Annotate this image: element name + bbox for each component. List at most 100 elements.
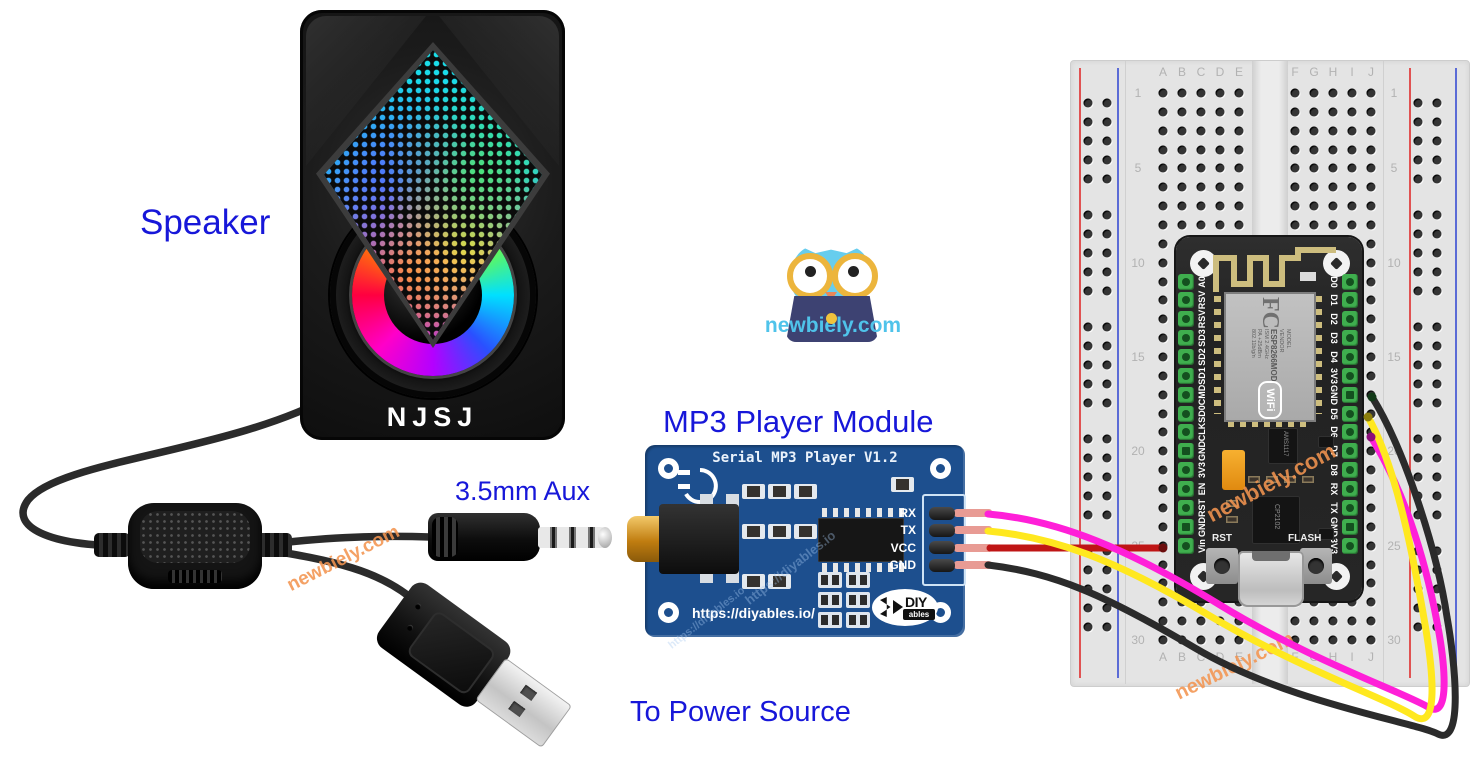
breadboard-hole <box>1366 597 1376 607</box>
flash-button-cap <box>1308 558 1324 574</box>
breadboard-hole <box>1432 622 1442 632</box>
breadboard-hole <box>1432 174 1442 184</box>
breadboard-hole <box>1290 616 1300 626</box>
column-label: E <box>1234 65 1244 79</box>
breadboard-hole <box>1413 267 1423 277</box>
pin-label-right: D3 <box>1329 332 1339 344</box>
smd-resistor <box>891 477 914 492</box>
rail-blue-line <box>1455 68 1457 678</box>
breadboard-hole <box>1158 201 1168 211</box>
reset-button <box>1206 548 1238 584</box>
nodemcu-pin <box>1178 349 1194 366</box>
breadboard-hole <box>1083 491 1093 501</box>
breadboard-hole <box>1177 126 1187 136</box>
connector-stub <box>954 543 992 552</box>
shield-pins <box>1214 296 1221 414</box>
breadboard-hole <box>1158 560 1168 569</box>
breadboard-hole <box>1413 98 1423 108</box>
column-label: C <box>1196 65 1206 79</box>
breadboard-hole <box>1366 163 1376 173</box>
breadboard-hole <box>1366 107 1376 117</box>
smd-resistor <box>742 484 765 499</box>
column-label: G <box>1309 650 1319 664</box>
breadboard-hole <box>1366 616 1376 626</box>
wifi-logo: WiFi <box>1258 381 1282 419</box>
breadboard-hole <box>1158 126 1168 136</box>
breadboard-hole <box>1158 258 1168 268</box>
breadboard-hole <box>1413 117 1423 127</box>
breadboard-hole <box>1083 286 1093 296</box>
breadboard-hole <box>1158 484 1168 494</box>
row-number: 25 <box>1131 538 1145 553</box>
aux-plug-grip <box>432 517 458 557</box>
breadboard-hole <box>1177 616 1187 626</box>
breadboard-hole <box>1432 434 1442 444</box>
breadboard-hole <box>1083 434 1093 444</box>
breadboard-hole <box>1158 333 1168 343</box>
breadboard-hole <box>1083 584 1093 594</box>
breadboard-groove <box>1125 61 1126 684</box>
row-number: 30 <box>1131 632 1145 647</box>
breadboard-hole <box>1158 371 1168 381</box>
nodemcu-gnd-pin <box>1178 443 1194 460</box>
breadboard-hole <box>1432 603 1442 613</box>
newbiely-watermark: newbiely.com <box>283 521 404 596</box>
connector-pin <box>929 506 955 520</box>
breadboard-hole <box>1432 229 1442 239</box>
breadboard-hole <box>1290 88 1300 98</box>
row-number: 10 <box>1131 255 1145 270</box>
breadboard-hole <box>1366 182 1376 192</box>
breadboard-hole <box>1366 145 1376 155</box>
mp3-board-url: https://diyables.io/ <box>692 605 815 621</box>
breadboard-hole <box>1432 491 1442 501</box>
smd-pad <box>846 572 870 588</box>
site-logo-text: newbiely.com <box>764 314 902 337</box>
mp3-module-label: MP3 Player Module <box>663 404 934 439</box>
breadboard-hole <box>1083 322 1093 332</box>
breadboard-hole <box>1102 229 1112 239</box>
column-label: G <box>1309 65 1319 79</box>
breadboard-hole <box>1215 107 1225 117</box>
breadboard-hole <box>1083 603 1093 613</box>
nodemcu-pin <box>1342 349 1358 366</box>
breadboard-hole <box>1102 360 1112 370</box>
breadboard-hole <box>1215 616 1225 626</box>
breadboard-hole <box>1328 616 1338 626</box>
breadboard-hole <box>1102 584 1112 594</box>
breadboard-hole <box>1413 248 1423 258</box>
breadboard-hole <box>1366 258 1376 268</box>
pin-label-left: GND <box>1197 516 1207 537</box>
nodemcu-pin <box>1342 499 1358 516</box>
breadboard-hole <box>1309 616 1319 626</box>
breadboard-hole <box>1102 398 1112 408</box>
breadboard-hole <box>1309 163 1319 173</box>
breadboard-hole <box>1102 210 1112 220</box>
breadboard-hole <box>1102 603 1112 613</box>
pin-label-right: D4 <box>1329 351 1339 363</box>
breadboard-hole <box>1234 182 1244 192</box>
breadboard-hole <box>1290 107 1300 117</box>
smd-resistor <box>768 484 791 499</box>
regulator-chip-text: AMS1117 <box>1282 431 1288 457</box>
breadboard-hole <box>1366 333 1376 343</box>
breadboard-hole <box>1234 163 1244 173</box>
esp8266-text-block: MODEL VENDOR ESP8266MOD ISM 2.4GHz PA +2… <box>1249 329 1291 382</box>
breadboard-hole <box>1309 107 1319 117</box>
nodemcu-gnd-pin <box>1178 518 1194 535</box>
breadboard-hole <box>1347 635 1357 645</box>
row-number: 30 <box>1387 632 1401 647</box>
breadboard-hole <box>1413 136 1423 146</box>
breadboard-hole <box>1102 248 1112 258</box>
audio-jack <box>659 504 739 574</box>
breadboard-hole <box>1366 201 1376 211</box>
breadboard-hole <box>1432 322 1442 332</box>
nodemcu-pin <box>1342 537 1358 554</box>
breadboard-hole <box>1366 465 1376 475</box>
breadboard-hole <box>1413 546 1423 556</box>
breadboard-hole <box>1413 322 1423 332</box>
mount-hole <box>658 458 679 479</box>
breadboard-hole <box>1158 107 1168 117</box>
breadboard-hole <box>1177 182 1187 192</box>
smd-pad <box>818 612 842 628</box>
breadboard-hole <box>1366 314 1376 324</box>
